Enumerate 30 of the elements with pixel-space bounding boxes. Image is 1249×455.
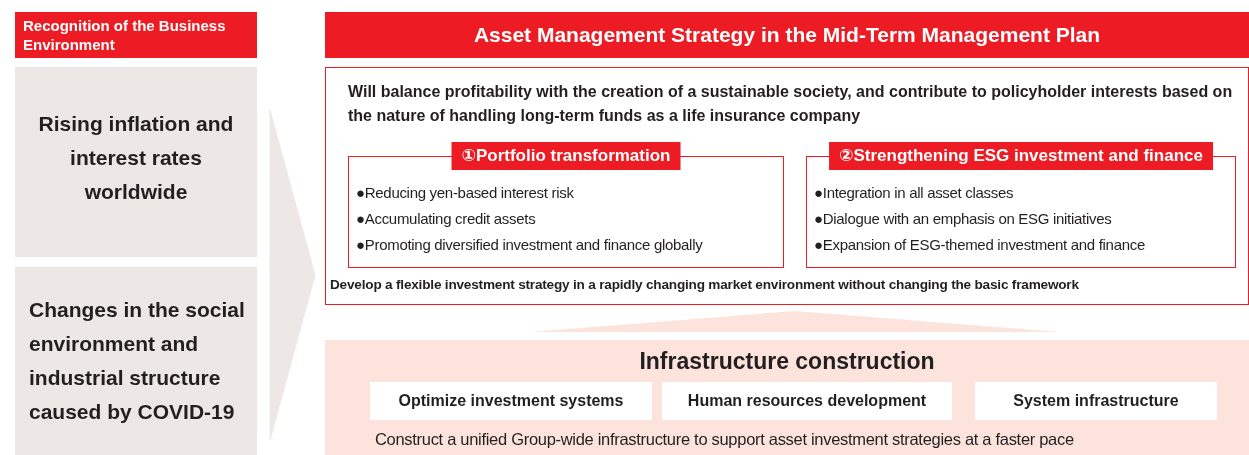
context-box xyxy=(15,67,257,257)
initiative-box xyxy=(662,382,952,420)
bullet-item: ●Integration in all asset classes xyxy=(814,183,1015,203)
strategy-heading: ①Portfolio transformation xyxy=(451,142,681,170)
infrastructure-note: Construct a unified Group-wide infrastructure to support asset investment strategies at a faster pace xyxy=(375,430,1074,449)
initiative-box xyxy=(975,382,1217,420)
flow-arrow xyxy=(269,274,316,441)
section-header: Recognition of the Business Environment xyxy=(15,12,257,58)
bullet-item: ●Expansion of ESG-themed investment and finance xyxy=(814,235,1146,255)
initiative-label: Optimize investment systems xyxy=(398,392,624,410)
strategy-box xyxy=(806,142,1236,268)
strategy-note: Develop a flexible investment strategy in a rapidly changing market environment without changing the basic framework xyxy=(330,277,1079,292)
title-banner: Asset Management Strategy in the Mid-Term Management Plan xyxy=(325,12,1249,58)
bullet-item: ●Reducing yen-based interest risk xyxy=(356,183,575,203)
infrastructure-panel xyxy=(325,340,1249,455)
context-text: Changes in the social environment and industrial structure caused by COVID-19 xyxy=(29,297,246,425)
initiative-label: Human resources development xyxy=(687,392,927,410)
context-box xyxy=(15,267,257,455)
bullet-item: ●Promoting diversified investment and finance globally xyxy=(356,235,704,255)
context-text: Rising inflation and interest rates worldwide xyxy=(37,111,235,205)
infrastructure-heading: Infrastructure construction xyxy=(638,348,936,375)
mission-statement: Will balance profitability with the creation of a sustainable society, and contribute to policyholder interests based on the nature of handling long-term funds as a life insurance company xyxy=(348,82,1234,126)
flow-arrow xyxy=(269,109,316,276)
initiative-label: System infrastructure xyxy=(1013,392,1179,410)
initiative-box xyxy=(370,382,652,420)
bullet-item: ●Accumulating credit assets xyxy=(356,209,537,229)
strategy-panel xyxy=(325,67,1249,305)
strategy-heading: ②Strengthening ESG investment and finance xyxy=(829,142,1213,170)
strategy-box xyxy=(348,142,784,268)
bullet-item: ●Dialogue with an emphasis on ESG initiatives xyxy=(814,209,1113,229)
